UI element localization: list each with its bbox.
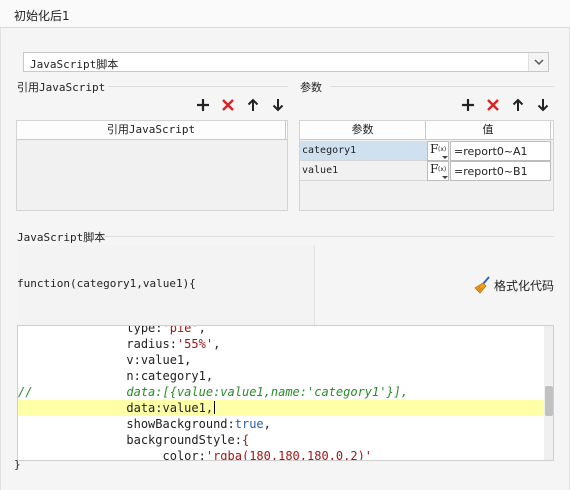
ref-js-grid-header: 引用JavaScript [17,121,287,140]
code-indent [18,353,126,367]
ref-section-label: 引用JavaScript [17,79,110,95]
code-token: , [198,325,206,335]
arrow-up-icon [512,98,524,111]
ref-add-button[interactable] [195,97,211,113]
code-line[interactable]: n:category1, [18,368,544,384]
ref-js-grid[interactable]: 引用JavaScript [16,120,288,211]
code-token: '55%' [176,337,214,351]
param-value-column-header[interactable]: 值 [426,121,551,140]
code-indent [18,401,126,415]
fx-sub-label: (x) [438,166,447,173]
code-line[interactable]: v:value1, [18,352,544,368]
delete-x-icon [222,99,234,111]
ref-delete-button[interactable] [220,97,236,113]
script-type-value: JavaScript脚本 [30,58,119,71]
script-section-label: JavaScript脚本 [17,229,110,245]
code-line[interactable]: data:value1, [18,400,544,416]
fx-icon: F [430,142,439,156]
code-token: radius: [126,337,177,351]
arrow-down-icon [272,99,284,112]
delete-x-icon [487,99,499,111]
param-move-down-button[interactable] [535,97,551,113]
code-line[interactable]: backgroundStyle:{ [18,432,544,448]
arrow-down-icon [537,99,549,112]
ref-move-down-button[interactable] [270,97,286,113]
function-signature: function(category1,value1){ [17,277,196,290]
broom-icon [474,276,490,294]
code-token: data:[{value:value1,name:'category1'}], [126,385,409,399]
code-token: 'pie' [162,325,199,335]
code-token: type: [126,325,163,335]
code-line[interactable]: radius:'55%', [18,336,544,352]
params-section-label: 参数 [300,79,326,95]
code-indent [18,433,126,447]
code-indent [18,417,126,431]
arrow-up-icon [247,98,259,111]
plus-icon [197,99,209,111]
code-token: showBackground: [126,417,235,431]
param-add-button[interactable] [460,97,476,113]
code-token: color: [162,449,206,461]
text-cursor [214,401,216,414]
param-value-field[interactable]: =report0~B1 [450,161,551,181]
param-row[interactable]: category1 F (x) =report0~A1 [300,141,553,161]
window-header: 初始化后1 [0,0,570,28]
code-indent [18,326,126,335]
code-token: v:value1, [126,353,192,367]
code-indent [18,449,163,460]
script-section-divider [103,236,554,237]
function-signature-area [17,245,315,325]
code-token: backgroundStyle: [126,433,242,447]
ref-move-up-button[interactable] [245,97,261,113]
code-indent [18,369,126,383]
params-section-divider [330,86,554,87]
param-name-cell[interactable]: value1 [300,161,427,181]
code-line[interactable]: type:'pie', [18,325,544,336]
code-token: 'rgba(180,180,180,0.2)' [205,449,373,461]
code-token: , [213,337,221,351]
code-indent [32,385,126,399]
code-token: n:category1, [126,369,214,383]
param-move-up-button[interactable] [510,97,526,113]
param-row[interactable]: value1 F (x) =report0~B1 [300,161,553,181]
code-token: { [241,433,250,447]
param-name-cell[interactable]: category1 [300,141,427,161]
code-line[interactable]: color:'rgba(180,180,180,0.2)' [18,448,544,461]
fx-icon: F [430,162,439,176]
formula-fx-button[interactable]: F (x) [427,161,449,181]
params-grid-header: 参数 值 [300,121,553,140]
editor-scroll-thumb[interactable] [545,386,553,416]
code-line[interactable]: // data:[{value:value1,name:'category1'}… [18,384,544,400]
comment-marker: // [18,385,33,399]
params-grid[interactable]: 参数 值 category1 F (x) =report0~A1 value1 … [299,120,554,211]
ref-section-divider [108,86,288,87]
function-closing-brace: } [14,458,21,471]
code-indent [18,337,126,351]
script-type-select[interactable]: JavaScript脚本 [23,52,549,72]
param-value-field[interactable]: =report0~A1 [450,141,551,161]
dropdown-caret-icon [442,156,448,159]
ref-js-column-header[interactable]: 引用JavaScript [17,121,286,140]
code-line[interactable]: showBackground:true, [18,416,544,432]
code-editor[interactable]: type:'pie', radius:'55%', v:value1, n:ca… [17,325,554,461]
code-token: data:value1, [126,401,214,415]
code-token: true [234,417,264,431]
param-name-column-header[interactable]: 参数 [300,121,426,140]
code-token: , [263,417,271,431]
fx-sub-label: (x) [438,146,447,153]
param-delete-button[interactable] [485,97,501,113]
dropdown-caret-icon [442,176,448,179]
window-title: 初始化后1 [14,9,70,23]
editor-scrollbar[interactable] [544,326,553,460]
format-code-label: 格式化代码 [494,279,555,293]
chevron-down-icon[interactable] [528,53,548,71]
formula-fx-button[interactable]: F (x) [427,141,449,161]
plus-icon [462,99,474,111]
